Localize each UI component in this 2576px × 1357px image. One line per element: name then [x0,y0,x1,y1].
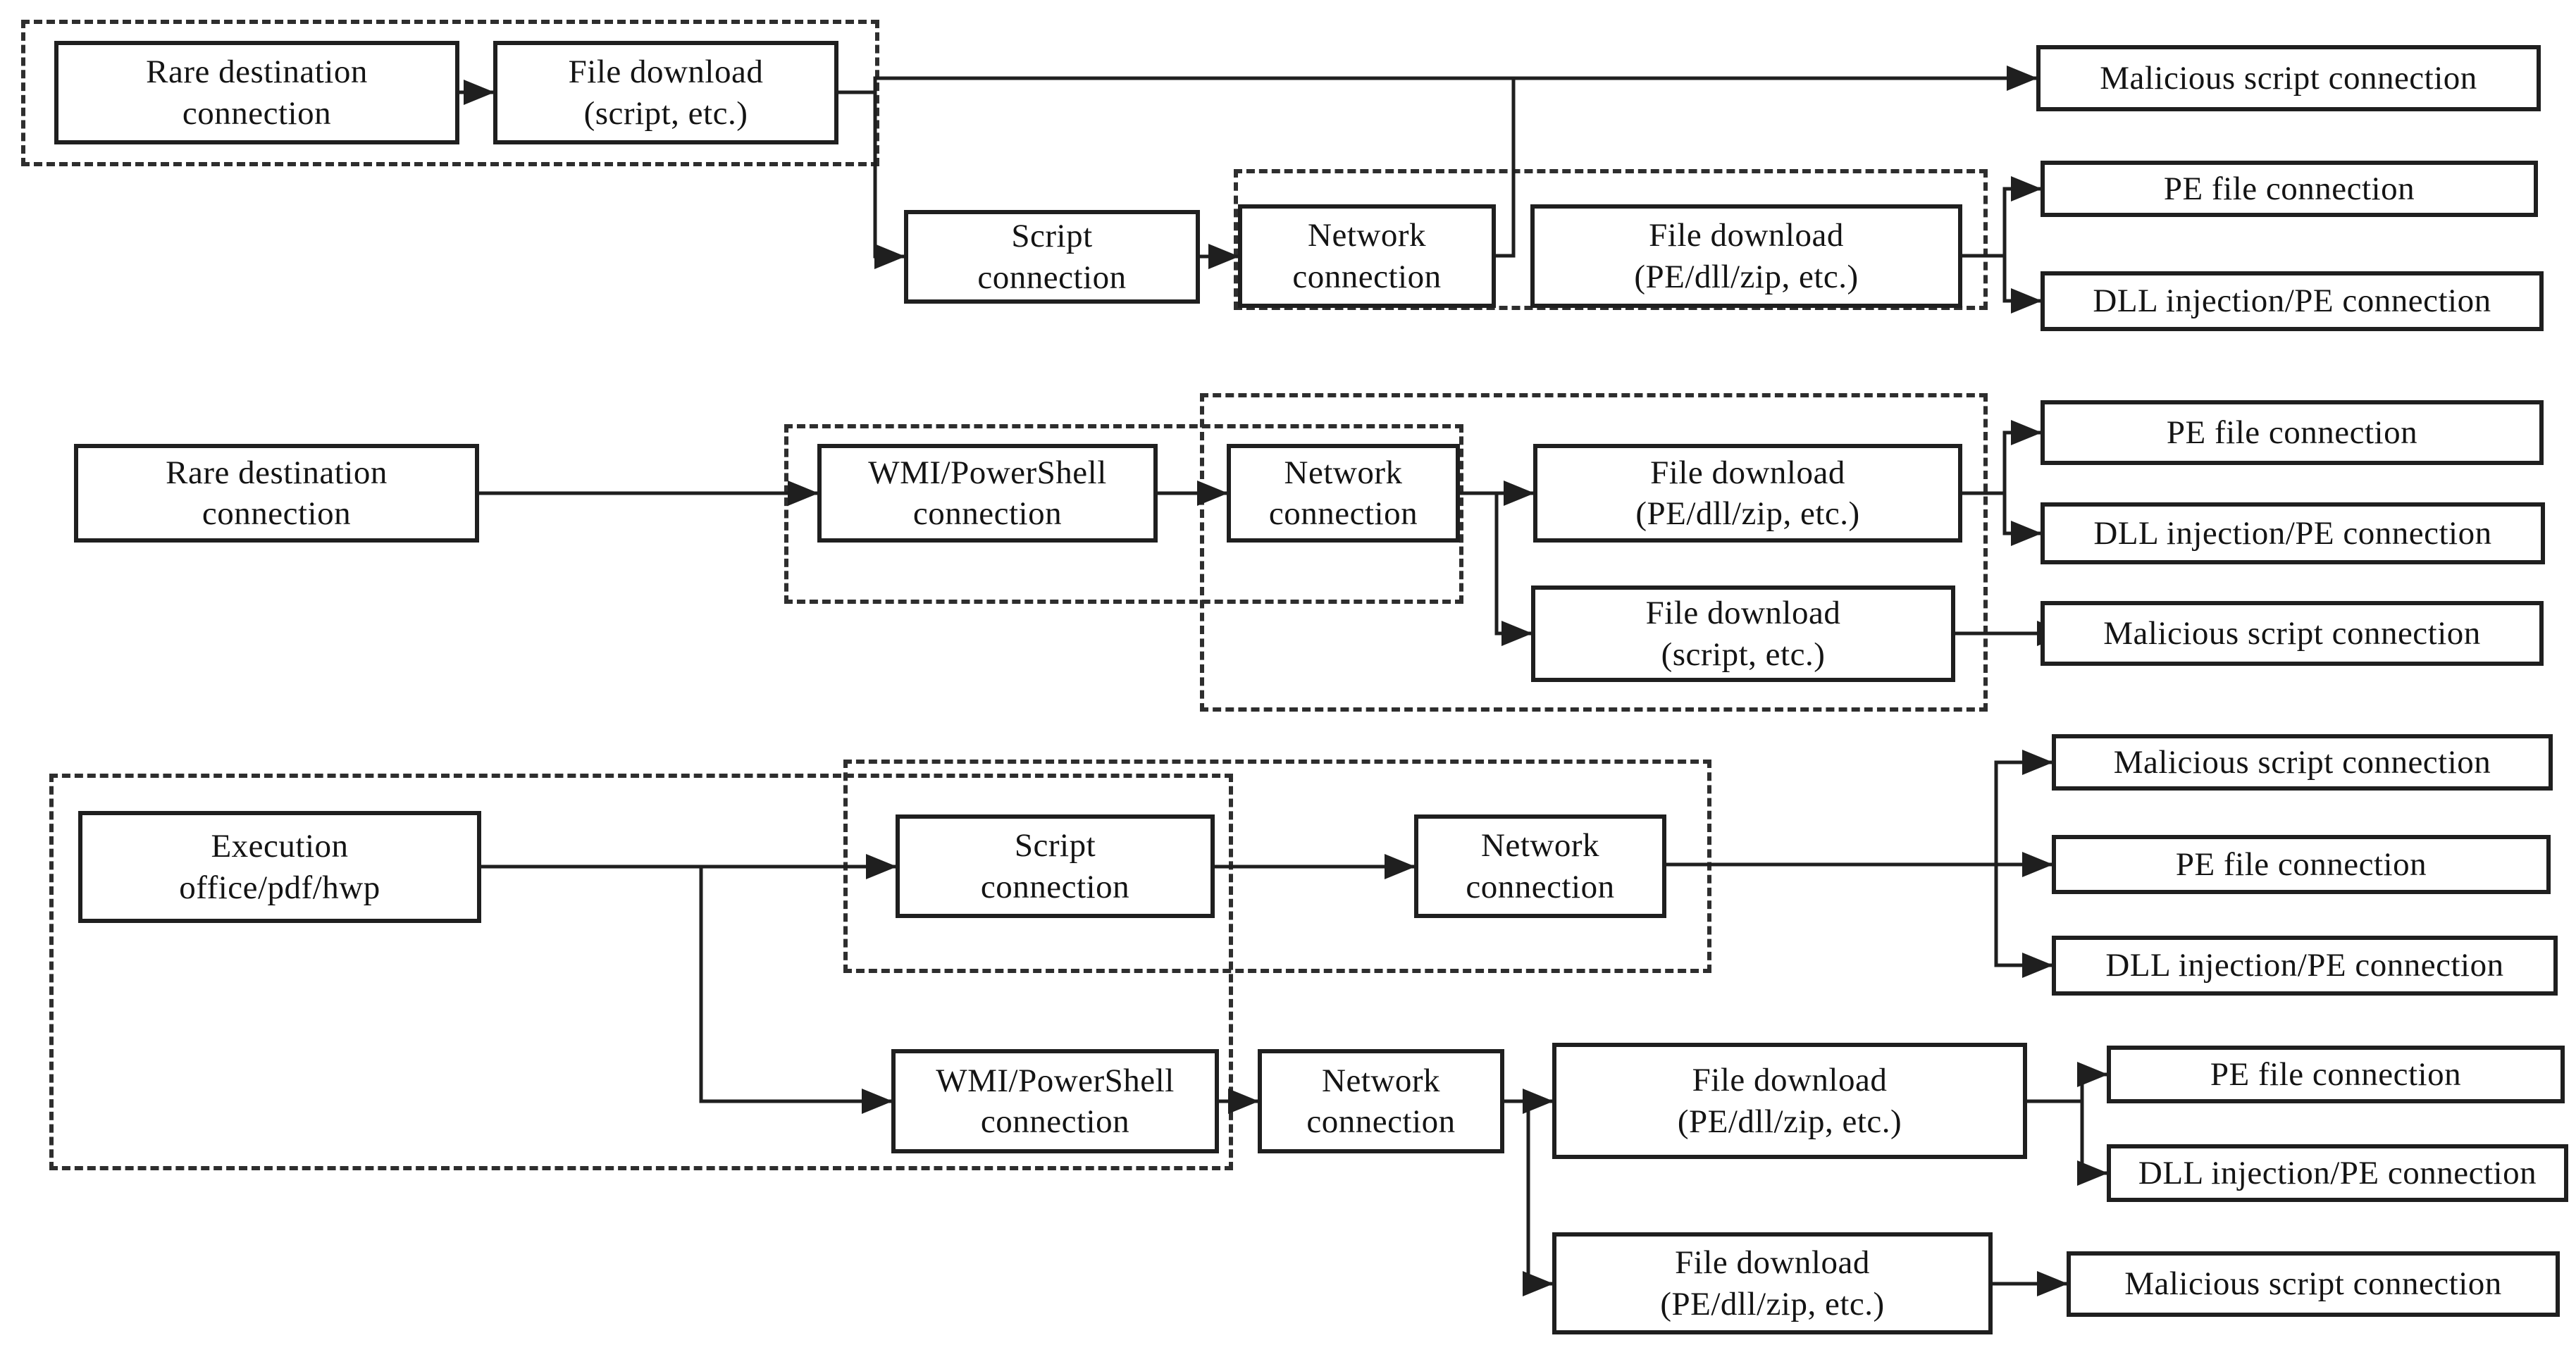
node-malicious-script-connection-2: Malicious script connection [2041,601,2544,666]
node-label-line: connection [1306,1103,1456,1140]
node-label-line: Network [1322,1062,1440,1099]
node-label-line: PE file connection [2175,845,2427,883]
node-label-line: Malicious script connection [2103,614,2481,652]
node-malicious-script-connection-3c: Malicious script connection [2067,1251,2560,1317]
node-label-line: File download [1645,595,1841,632]
connector [1496,78,1516,258]
node-network-connection-1: Network connection [1238,204,1496,308]
node-label-line: (script, etc.) [583,94,748,132]
node-label-line: File download [1692,1062,1888,1099]
node-label-line: (script, etc.) [1661,636,1826,673]
arrow-connector [1994,865,2053,978]
node-rare-destination-connection-2: Rare destination connection [74,444,479,543]
node-malicious-script-connection-3a: Malicious script connection [2052,734,2553,791]
node-label-line: File download [1649,217,1844,254]
node-wmi-powershell-connection-3: WMI/PowerShell connection [891,1049,1219,1153]
node-label-line: DLL injection/PE connection [2138,1154,2537,1191]
arrow-connector [2077,1101,2108,1186]
node-label-line: connection [1466,868,1615,905]
node-pe-file-connection-1: PE file connection [2041,161,2538,217]
arrow-connector [2002,493,2042,546]
node-label-line: File download [1650,454,1845,491]
node-label-line: (PE/dll/zip, etc.) [1660,1285,1885,1322]
node-label-line: DLL injection/PE connection [2093,283,2491,320]
node-file-download-pe-2: File download (PE/dll/zip, etc.) [1533,444,1962,543]
node-label-line: connection [980,868,1130,905]
node-dll-injection-pe-connection-3a: DLL injection/PE connection [2052,936,2558,996]
dashed-group-rare-file-download-1 [21,20,879,166]
node-file-download-pe-1: File download (PE/dll/zip, etc.) [1530,204,1962,308]
node-wmi-powershell-connection-2: WMI/PowerShell connection [817,444,1158,543]
node-label-line: Rare destination [146,54,368,91]
arrow-connector [838,66,2038,94]
arrow-connector [481,865,893,1114]
node-dll-injection-pe-connection-1: DLL injection/PE connection [2041,271,2544,331]
node-label-line: (PE/dll/zip, etc.) [1677,1103,1902,1140]
arrow-connector [1494,493,1532,646]
node-file-download-script-1: File download(script, etc.) [493,41,838,144]
node-file-download-script-2: File download (script, etc.) [1531,585,1955,682]
node-dll-injection-pe-connection-3b: DLL injection/PE connection [2107,1144,2568,1202]
arrow-connector [1994,750,2053,865]
node-malicious-script-connection-1: Malicious script connection [2036,45,2541,111]
node-label-line: connection [977,259,1127,296]
dashed-group-wmi-network-2 [784,424,1463,604]
arrow-connector [873,92,905,269]
node-label-line: Malicious script connection [2113,743,2491,781]
arrow-connector [2002,420,2042,493]
node-label-line: Execution [211,828,349,865]
node-label-line: connection [1292,258,1442,295]
node-pe-file-connection-3b: PE file connection [2107,1046,2565,1103]
node-label-line: WMI/PowerShell [868,454,1107,491]
node-label-line: WMI/PowerShell [936,1062,1175,1099]
node-label-line: (PE/dll/zip, etc.) [1634,258,1859,295]
node-label-line: DLL injection/PE connection [2105,947,2504,984]
node-label-line: Network [1308,217,1426,254]
node-network-connection-3b: Network connection [1258,1049,1504,1153]
node-label-line: PE file connection [2210,1055,2462,1093]
node-pe-file-connection-3a: PE file connection [2052,835,2551,894]
node-label-line: connection [182,94,332,132]
node-network-connection-2: Network connection [1227,444,1460,543]
node-execution-office-pdf-hwp-3: Execution office/pdf/hwp [78,811,481,923]
node-label-line: connection [980,1103,1130,1140]
node-label-line: connection [202,495,352,532]
node-pe-file-connection-2: PE file connection [2041,400,2544,465]
node-label-line: DLL injection/PE connection [2093,514,2492,552]
arrow-connector [1523,1101,1554,1296]
arrow-connector [2002,256,2042,314]
dashed-group-network-file-download-1 [1234,169,1988,310]
node-label-line: Malicious script connection [2124,1265,2502,1303]
node-label-line: Script [1011,218,1093,255]
node-label-line: office/pdf/hwp [179,869,380,906]
dashed-group-network-downloads-2 [1200,393,1988,712]
arrow-connector [2002,176,2042,256]
node-label-line: Rare destination [166,454,388,491]
node-script-connection-1: Script connection [904,210,1200,304]
node-label-line: File download [1675,1244,1870,1282]
node-label-line: Malicious script connection [2100,59,2477,97]
node-file-download-pe-3c: File download(PE/dll/zip, etc.) [1552,1232,1993,1334]
arrow-connector [2077,1062,2108,1101]
node-label-line: connection [912,495,1063,532]
node-label-line: File download [568,54,764,91]
node-label-line: Script [1014,827,1096,865]
node-dll-injection-pe-connection-2: DLL injection/PE connection [2041,502,2545,564]
node-file-download-pe-3b: File download (PE/dll/zip, etc.) [1552,1043,2027,1159]
node-label-line: connection [1268,495,1418,532]
node-label-line: Network [1284,454,1403,491]
node-label-line: PE file connection [2166,414,2418,451]
node-label-line: (PE/dll/zip, etc.) [1635,495,1860,532]
node-label-line: PE file connection [2163,170,2415,207]
node-label-line: Network [1481,827,1599,865]
